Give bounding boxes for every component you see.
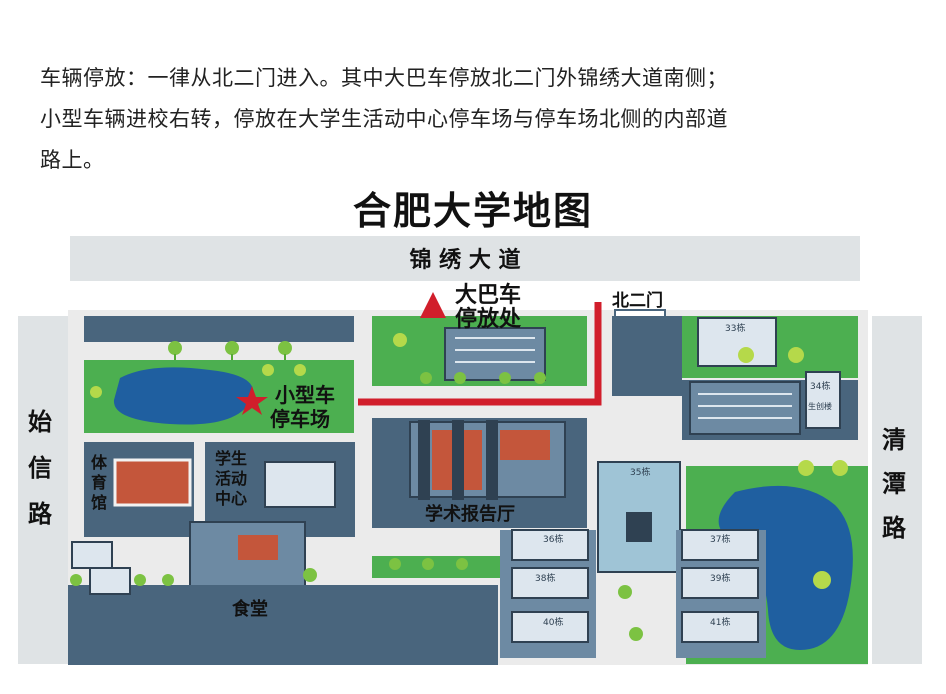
road-jinxiu xyxy=(70,236,860,281)
gym-label-3: 馆 xyxy=(91,493,107,512)
car-parking-marker xyxy=(236,386,268,415)
building-41-label: 41栋 xyxy=(710,616,730,628)
trees-west xyxy=(90,341,306,398)
east-lake xyxy=(718,485,853,650)
building-34 xyxy=(805,371,841,429)
instruction-line-3: 路上。 xyxy=(40,148,105,172)
north-gate-label: 北二门 xyxy=(612,290,663,311)
vehicle-route xyxy=(358,302,602,406)
building-37 xyxy=(681,529,759,561)
road-jinxiu-label: 锦 绣 大 道 xyxy=(410,247,521,273)
building-41 xyxy=(681,611,759,643)
activity-center-label-1: 学生 xyxy=(215,449,247,468)
north-building xyxy=(444,327,546,381)
block-nw-strip xyxy=(84,316,354,342)
building-35-label: 35栋 xyxy=(630,466,650,478)
road-shixin-label-1: 始 xyxy=(28,408,52,436)
building-33-label: 33栋 xyxy=(725,322,745,334)
road-qingtan-label-2: 潭 xyxy=(882,470,906,498)
road-qingtan xyxy=(872,316,922,664)
instruction-line-1: 车辆停放：一律从北二门进入。其中大巴车停放北二门外锦绣大道南侧； xyxy=(40,66,728,90)
bus-parking-label-2: 停放处 xyxy=(455,306,521,332)
building-33 xyxy=(697,317,777,367)
building-34-label: 34栋 xyxy=(810,380,830,392)
west-lake xyxy=(113,367,254,425)
road-shixin xyxy=(18,316,68,664)
building-38 xyxy=(511,567,589,599)
building-34-sub-label: 生创楼 xyxy=(808,401,832,411)
bus-parking-label-1: 大巴车 xyxy=(455,282,521,308)
map-title: 合肥大学地图 xyxy=(352,189,593,233)
gym-label-2: 育 xyxy=(91,473,107,492)
activity-center-building xyxy=(264,461,336,508)
campus-map: 大巴车 停放处 北二门 小型车 停车场 体 育 馆 学生 活动 中心 食堂 学术… xyxy=(18,236,922,665)
gym-building xyxy=(113,458,192,507)
canteen-label: 食堂 xyxy=(231,598,268,620)
lawn-south xyxy=(372,556,512,578)
activity-center-label-3: 中心 xyxy=(215,489,247,508)
instruction-line-2: 小型车辆进校右转，停放在大学生活动中心停车场与停车场北侧的内部道 xyxy=(40,107,728,131)
road-qingtan-label-3: 路 xyxy=(882,514,907,542)
lecture-hall-label: 学术报告厅 xyxy=(425,503,515,525)
building-40-label: 40栋 xyxy=(543,616,563,628)
car-parking-label-1: 小型车 xyxy=(275,383,335,407)
building-38-label: 38栋 xyxy=(535,572,555,584)
building-39 xyxy=(681,567,759,599)
activity-center-label-2: 活动 xyxy=(215,469,247,488)
building-40 xyxy=(511,611,589,643)
canteen-block xyxy=(68,585,498,665)
building-39-label: 39栋 xyxy=(710,572,730,584)
building-36 xyxy=(511,529,589,561)
road-shixin-label-3: 路 xyxy=(28,500,53,528)
parking-instructions: 车辆停放：一律从北二门进入。其中大巴车停放北二门外锦绣大道南侧； 小型车辆进校右… xyxy=(40,58,920,181)
gym-label-1: 体 xyxy=(91,453,108,472)
road-shixin-label-2: 信 xyxy=(28,454,52,482)
car-parking-label-2: 停车场 xyxy=(270,407,330,431)
building-37-label: 37栋 xyxy=(710,533,730,545)
bus-parking-marker xyxy=(420,292,446,318)
building-36-label: 36栋 xyxy=(543,533,563,545)
building-34-main xyxy=(689,381,801,435)
road-qingtan-label-1: 清 xyxy=(882,426,906,454)
